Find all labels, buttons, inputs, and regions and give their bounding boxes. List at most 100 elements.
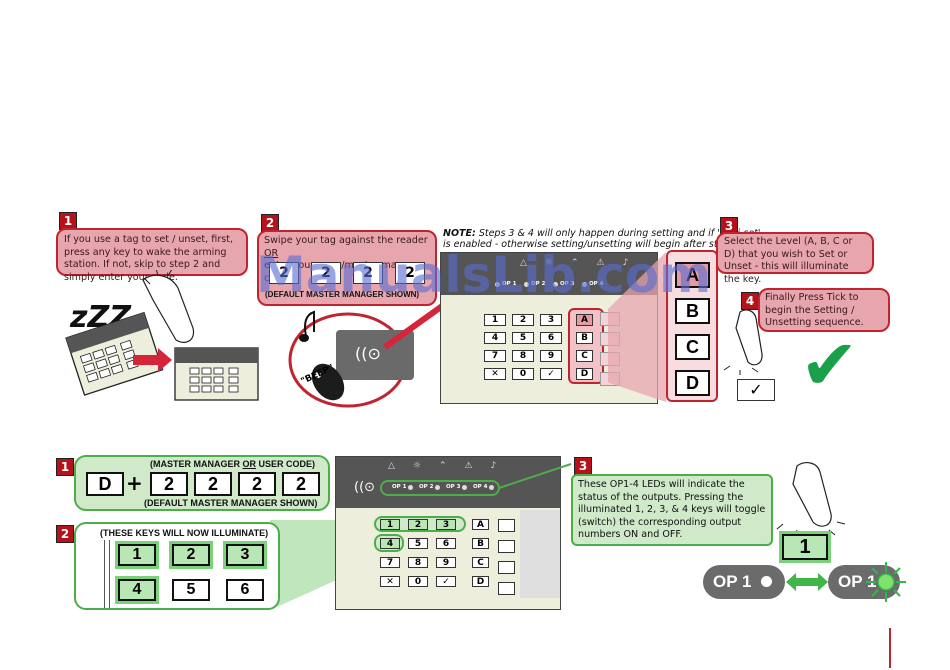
- level-key-a[interactable]: A: [675, 262, 710, 288]
- lit-key-1[interactable]: 1: [118, 544, 156, 566]
- level-key-d[interactable]: D: [675, 370, 710, 396]
- bottom-key-1[interactable]: 1: [380, 519, 400, 530]
- step-2-line1: Swipe your tag against the reader: [264, 235, 428, 246]
- top-key-8[interactable]: 8: [512, 350, 534, 362]
- bottom-op-label-3: OP 3: [446, 484, 461, 490]
- top-key-2[interactable]: 2: [512, 314, 534, 326]
- bottom-code-key-4[interactable]: 2: [282, 472, 320, 496]
- step-3-box: Select the Level (A, B, C or D) that you…: [716, 232, 874, 285]
- bottom-key-2[interactable]: 2: [408, 519, 428, 530]
- bottom-step-2-box: (THESE KEYS WILL NOW ILLUMINATE) 1 2 3 4…: [74, 522, 280, 610]
- tag-swipe-illustration: [288, 310, 414, 408]
- plus-sign: +: [126, 471, 143, 495]
- top-key-c[interactable]: C: [576, 350, 593, 362]
- top-key-d[interactable]: D: [576, 368, 593, 380]
- top-key-cancel[interactable]: ✕: [484, 368, 506, 380]
- top-key-b[interactable]: B: [576, 332, 593, 344]
- bottom-step-3-box: These OP1-4 LEDs will indicate the statu…: [571, 474, 773, 546]
- bottom-key-8[interactable]: 8: [408, 557, 428, 568]
- top-key-6[interactable]: 6: [540, 332, 562, 344]
- top-key-4[interactable]: 4: [484, 332, 506, 344]
- top-key-tick[interactable]: ✓: [540, 368, 562, 380]
- top-key-9[interactable]: 9: [540, 350, 562, 362]
- top-op-label-4: OP 4: [589, 281, 604, 287]
- bottom-led-3: [462, 485, 467, 490]
- top-key-a[interactable]: A: [576, 314, 593, 326]
- toggle-arrow-icon: [786, 573, 828, 591]
- bottom-key-6[interactable]: 6: [436, 538, 456, 549]
- bottom-fn-key-2[interactable]: [498, 540, 515, 553]
- watermark: ManualsLib.com: [256, 246, 712, 304]
- bottom-fn-key-3[interactable]: [498, 561, 515, 574]
- step-2-code-key-4: 2: [395, 262, 425, 284]
- top-op-label-1: OP 1: [502, 281, 517, 287]
- bottom-fn-key-4[interactable]: [498, 582, 515, 595]
- bottom-keypad-header: [336, 457, 560, 508]
- bottom-led-1: [408, 485, 413, 490]
- step-2-or: OR: [264, 247, 279, 259]
- bottom-led-2: [435, 485, 440, 490]
- bottom-key-a[interactable]: A: [472, 519, 489, 530]
- bottom-lit-key-1[interactable]: 1: [782, 534, 828, 560]
- bottom-step-1-caption-top: (MASTER MANAGER OR USER CODE): [150, 459, 315, 469]
- top-key-3[interactable]: 3: [540, 314, 562, 326]
- flexi-set-note: NOTE: Steps 3 & 4 will only happen durin…: [443, 228, 761, 250]
- top-led-2: [524, 282, 529, 287]
- bottom-led-highlight: [380, 480, 500, 496]
- top-key-7[interactable]: 7: [484, 350, 506, 362]
- level-key-b[interactable]: B: [675, 298, 710, 324]
- bottom-op-label-4: OP 4: [473, 484, 488, 490]
- bottom-key-4[interactable]: 4: [380, 538, 400, 549]
- bottom-code-key-2[interactable]: 2: [194, 472, 232, 496]
- finger-press-icon: [723, 309, 763, 375]
- level-key-c[interactable]: C: [675, 334, 710, 360]
- bottom-key-d[interactable]: D: [472, 576, 489, 587]
- bottom-key-b[interactable]: B: [472, 538, 489, 549]
- lit-key-3[interactable]: 3: [226, 544, 264, 566]
- bottom-fn-key-1[interactable]: [498, 519, 515, 532]
- step-4-number: 4: [741, 292, 759, 310]
- unlit-key-5[interactable]: 5: [172, 579, 210, 601]
- bottom-d-key[interactable]: D: [86, 472, 124, 496]
- bottom-key-7[interactable]: 7: [380, 557, 400, 568]
- top-keypad-status-icons: △☼⌃⚠♪: [520, 258, 647, 268]
- bottom-step-2-number: 2: [56, 525, 74, 543]
- bottom-key-c[interactable]: C: [472, 557, 489, 568]
- bottom-op-label-1: OP 1: [392, 484, 407, 490]
- bottom-step-1-number: 1: [56, 458, 74, 476]
- bottom-op-label-2: OP 2: [419, 484, 434, 490]
- bottom-step-3-number: 3: [574, 457, 592, 475]
- top-key-1[interactable]: 1: [484, 314, 506, 326]
- bottom-step-2-caption: (THESE KEYS WILL NOW ILLUMINATE): [100, 528, 269, 538]
- bottom-code-key-1[interactable]: 2: [150, 472, 188, 496]
- bottom-key-tick[interactable]: ✓: [436, 576, 456, 587]
- caption-top-or: OR: [242, 459, 257, 469]
- top-key-0[interactable]: 0: [512, 368, 534, 380]
- bottom-key-5[interactable]: 5: [408, 538, 428, 549]
- bottom-key-0[interactable]: 0: [408, 576, 428, 587]
- rfid-icon: ((⊙: [355, 344, 381, 363]
- top-key-5[interactable]: 5: [512, 332, 534, 344]
- tick-key-top[interactable]: ✓: [737, 379, 775, 401]
- top-led-3: [553, 282, 558, 287]
- bottom-step-1-box: (MASTER MANAGER OR USER CODE) D + 2 2 2 …: [74, 455, 330, 511]
- unlit-key-6[interactable]: 6: [226, 579, 264, 601]
- bottom-step-1-caption-bottom: (DEFAULT MASTER MANAGER SHOWN): [144, 498, 318, 508]
- step-4-box: Finally Press Tick to begin the Setting …: [758, 288, 890, 332]
- step-2-code-key-3: 2: [353, 262, 383, 284]
- lit-key-4[interactable]: 4: [118, 579, 156, 601]
- bottom-key-9[interactable]: 9: [436, 557, 456, 568]
- caption-top-b: USER CODE): [256, 459, 316, 469]
- bottom-keypad-status-icons: △☼⌃⚠♪: [388, 461, 515, 471]
- bottom-step3-connector: [498, 463, 572, 489]
- note-text-2: is enabled - otherwise setting/unsetting…: [443, 239, 739, 250]
- lit-key-2[interactable]: 2: [172, 544, 210, 566]
- op1-off-pill: OP 1: [703, 565, 785, 599]
- caption-top-a: (MASTER MANAGER: [150, 459, 243, 469]
- bottom-key-cancel[interactable]: ✕: [380, 576, 400, 587]
- bottom-key-3[interactable]: 3: [436, 519, 456, 530]
- top-op-label-2: OP 2: [531, 281, 546, 287]
- bottom-code-key-3[interactable]: 2: [238, 472, 276, 496]
- op1-off-led: [761, 576, 772, 587]
- step-1-box: If you use a tag to set / unset, first, …: [56, 228, 248, 283]
